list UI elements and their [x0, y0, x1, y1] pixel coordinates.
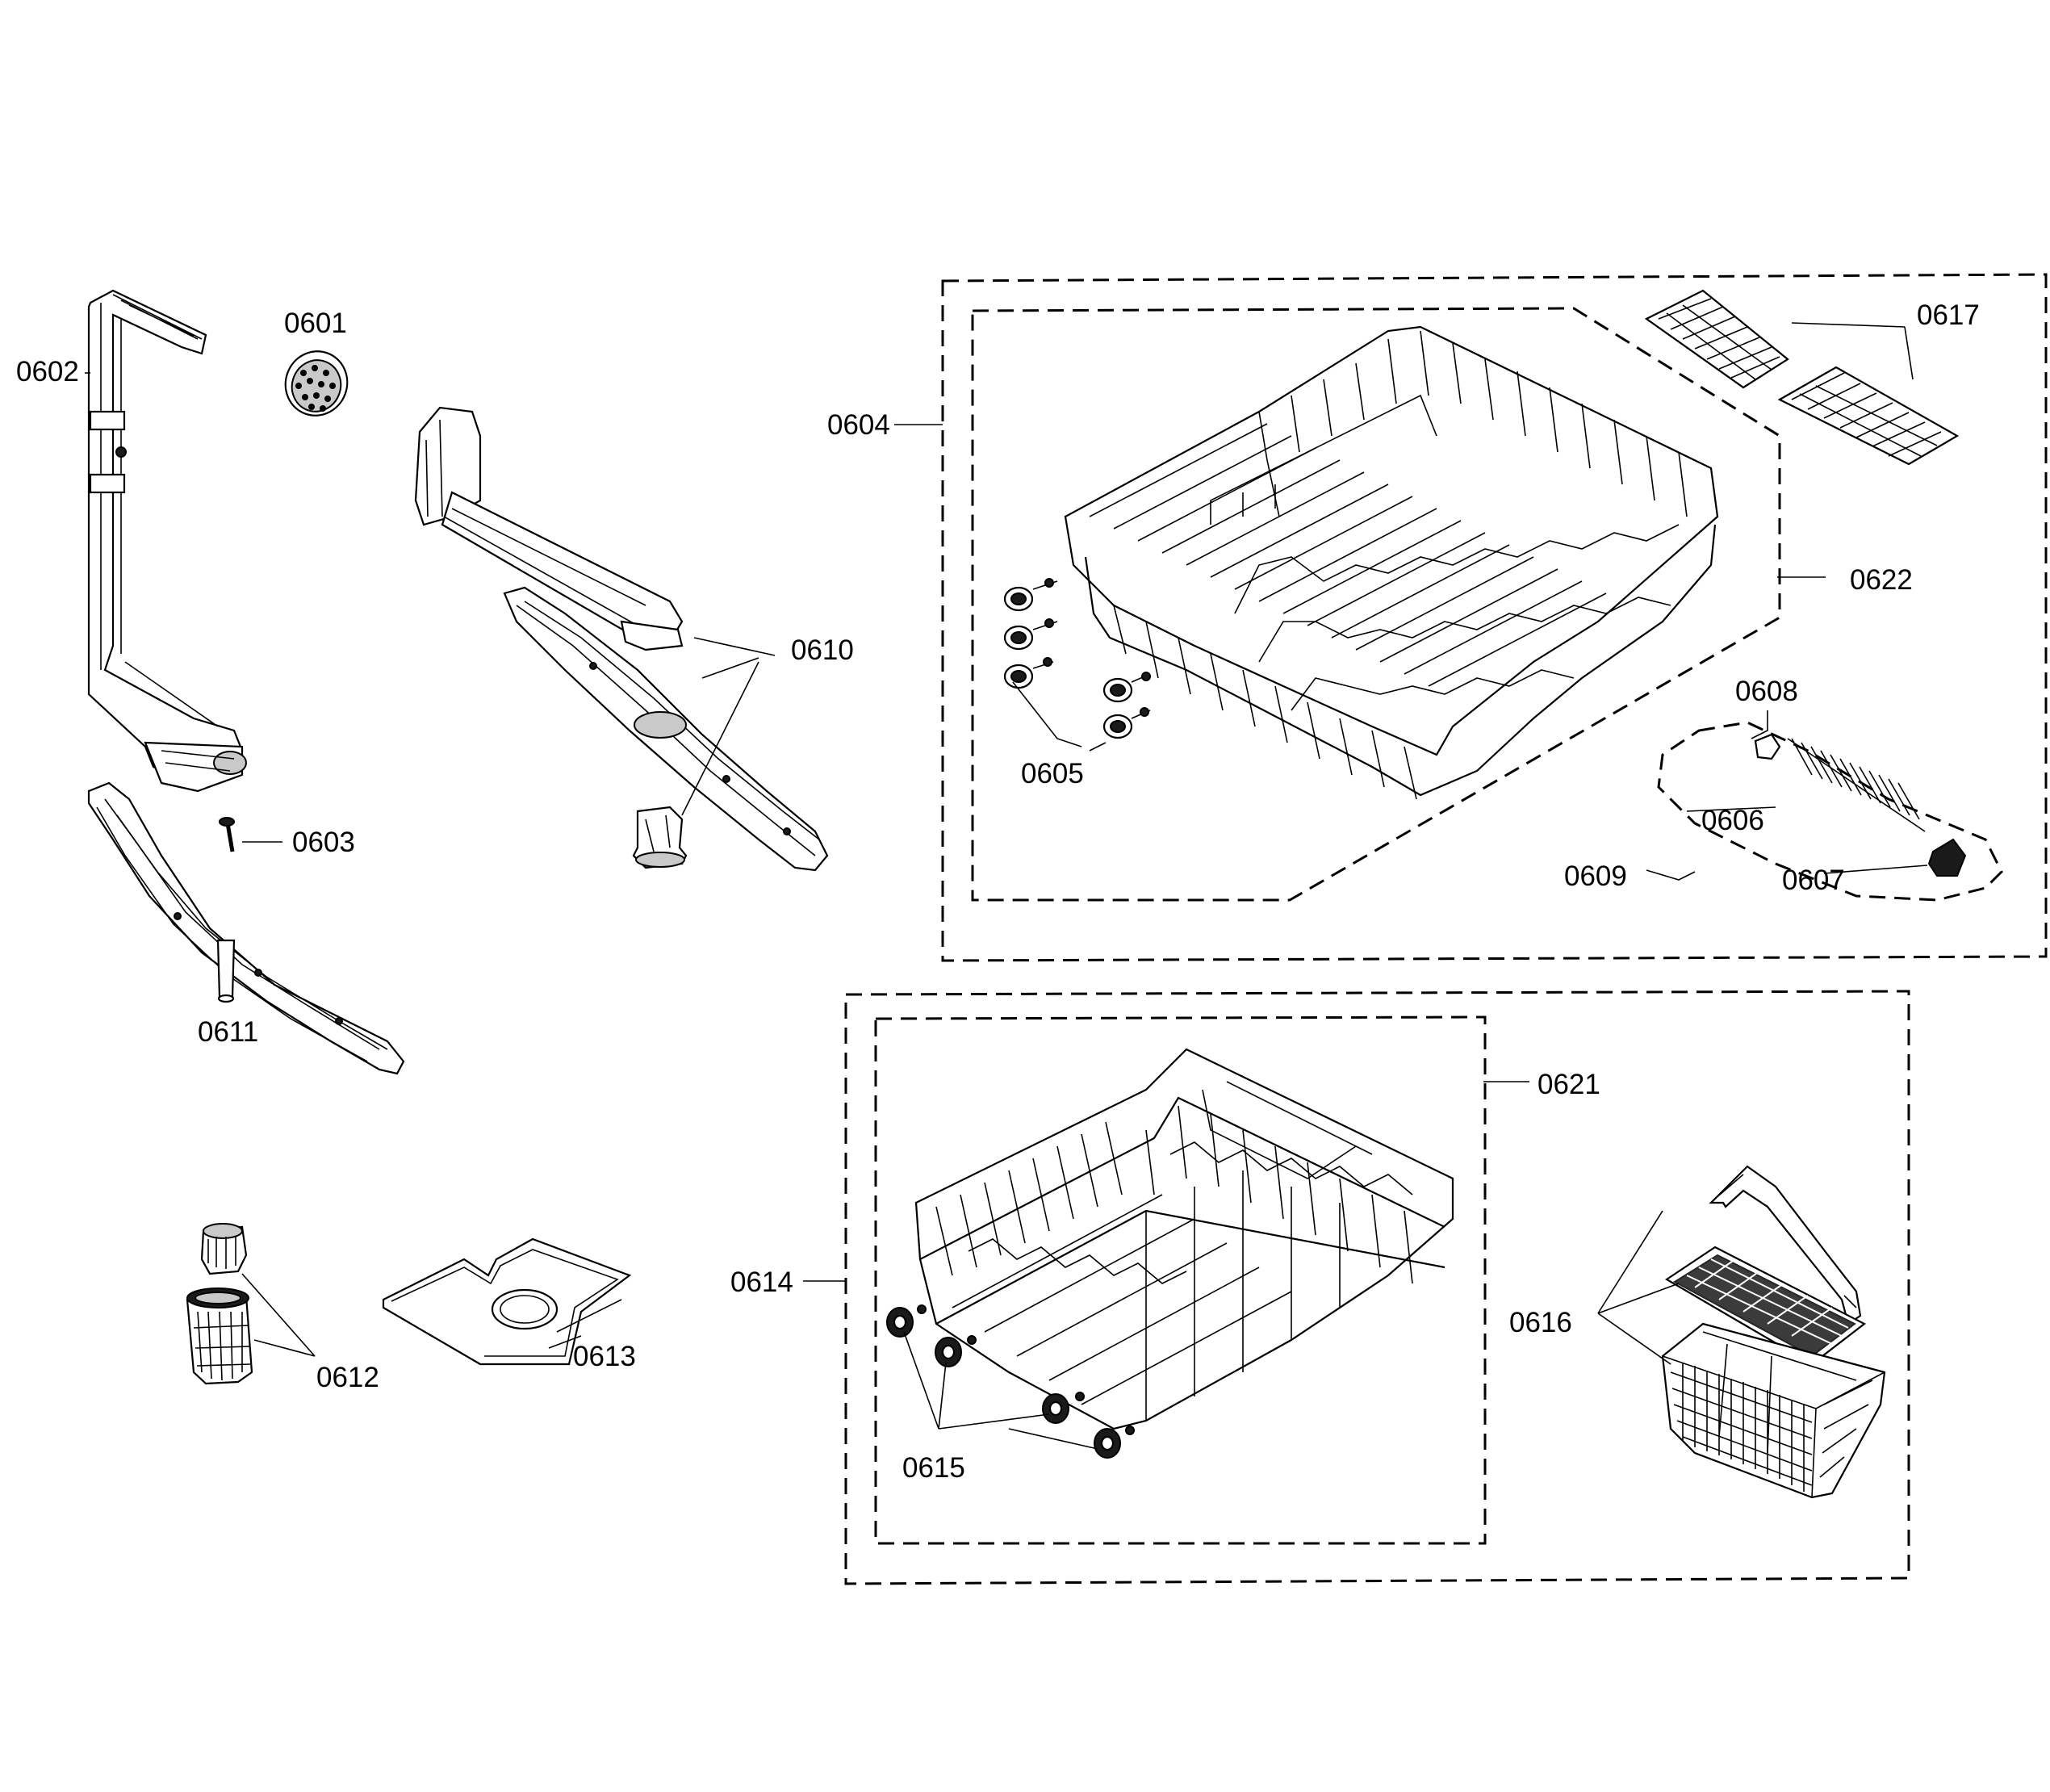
lower-rack — [886, 1048, 1454, 1459]
label-0601: 0601 — [284, 308, 347, 339]
leader-lines — [85, 322, 1928, 1450]
label-0609: 0609 — [1564, 860, 1627, 892]
upper-rack-wheels — [1003, 578, 1151, 739]
label-0603: 0603 — [292, 827, 355, 858]
upper-rack — [1003, 325, 1719, 800]
label-0608: 0608 — [1735, 676, 1798, 707]
label-0613: 0613 — [573, 1341, 636, 1372]
label-0621: 0621 — [1538, 1069, 1600, 1100]
lower-rack-wheels — [886, 1304, 1135, 1459]
filter-plate — [382, 1237, 632, 1366]
label-0611: 0611 — [198, 1016, 258, 1048]
label-0606: 0606 — [1701, 805, 1764, 836]
label-0602: 0602 — [16, 356, 79, 387]
upper-rack-subgroup-boundary — [971, 307, 1781, 902]
label-0607: 0607 — [1782, 865, 1845, 896]
label-0614: 0614 — [730, 1267, 793, 1298]
rack-adjuster-group — [1657, 721, 2003, 902]
filter-cap-part — [284, 350, 349, 417]
lower-spray-arm — [87, 781, 405, 1075]
label-0622: 0622 — [1850, 564, 1913, 596]
label-0612: 0612 — [316, 1362, 379, 1393]
rack-adjuster-boundary — [1657, 721, 2003, 902]
label-0616: 0616 — [1509, 1307, 1572, 1338]
label-0617: 0617 — [1917, 299, 1980, 331]
spray-arm-supply-tube — [87, 289, 247, 793]
lower-rack-subgroup-boundary — [874, 1015, 1487, 1545]
screw-part — [219, 817, 282, 852]
label-0605: 0605 — [1021, 758, 1084, 789]
upper-spray-arm-assembly — [414, 406, 829, 872]
part-labels: 0601 0602 0603 0604 0605 0606 0607 0608 … — [16, 299, 1980, 1484]
flip-tine-rows — [1644, 289, 1960, 466]
upper-rack-group-boundary — [941, 273, 2048, 962]
label-0610: 0610 — [791, 634, 854, 666]
cutlery-basket — [1661, 1165, 1886, 1499]
lower-rack-group-boundary — [844, 990, 1910, 1585]
label-0604: 0604 — [827, 409, 890, 441]
label-0615: 0615 — [902, 1452, 965, 1484]
filter-assembly — [186, 1223, 253, 1385]
